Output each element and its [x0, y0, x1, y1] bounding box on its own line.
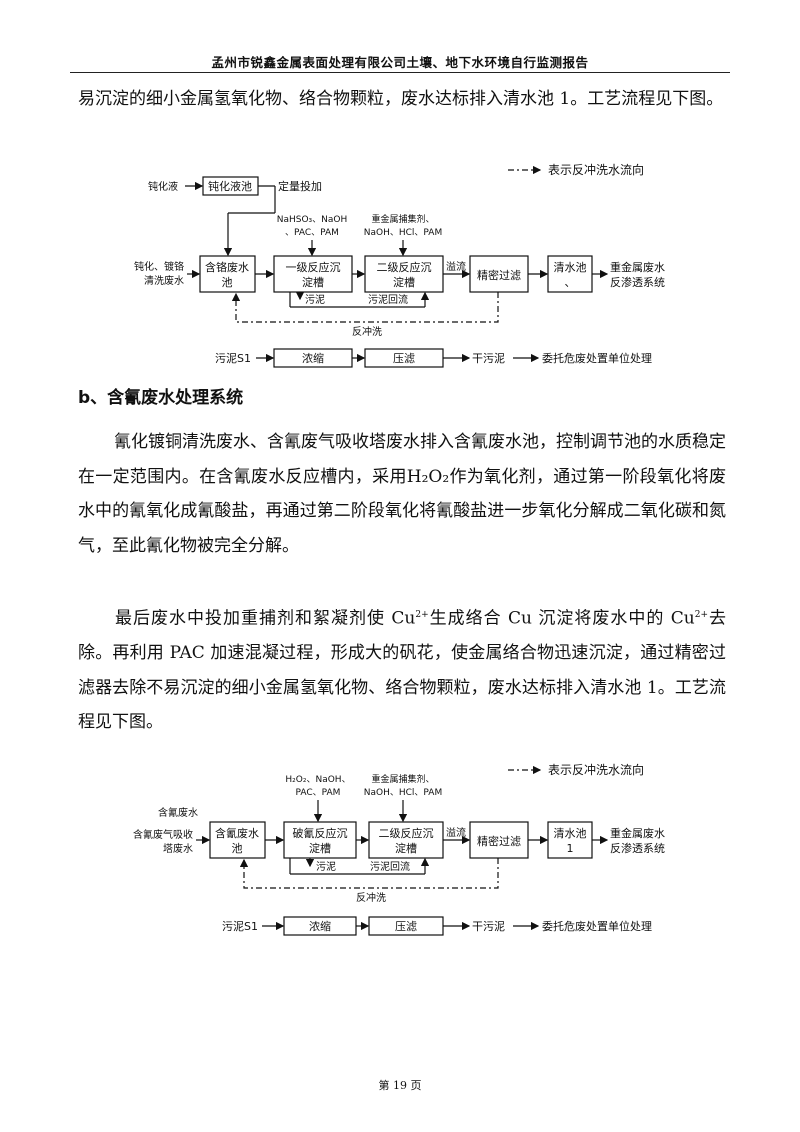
label-disposal: 委托危废处置单位处理	[542, 351, 652, 365]
label-sludge-return-2: 污泥回流	[370, 860, 410, 873]
box-thicken-2: 浓缩	[309, 920, 331, 933]
input-passivation-liquid: 钝化液	[148, 180, 178, 193]
process-flow-diagram-1: 表示反冲洗水流向 钝化液 钝化液池 定量投加 NaHSO₃、NaOH 、PAC、…	[134, 162, 665, 368]
chem1-line1-2: H₂O₂、NaOH、	[285, 775, 350, 785]
paragraph-3-part3: 去除。再利用 PAC 加速混凝过程，形成大的矾花，使金属络合物迅速沉淀，通过精密…	[78, 608, 727, 733]
box4-label-2: 精密过滤	[477, 834, 521, 848]
section-b-title: b、含氰废水处理系统	[78, 388, 244, 408]
box2-line2-2: 淀槽	[309, 841, 331, 855]
paragraph-1: 易沉淀的细小金属氢氧化物、络合物颗粒，废水达标排入清水池 1。工艺流程见下图。	[78, 89, 724, 109]
box3-line2-2: 淀槽	[395, 841, 417, 855]
label-sludge-2: 污泥	[316, 860, 336, 873]
paragraph-2-text: 氰化镀铜清洗废水、含氰废气吸收塔废水排入含氰废水池，控制调节池的水质稳定在一定范…	[78, 432, 726, 556]
legend-label-2: 表示反冲洗水流向	[548, 762, 644, 777]
chem2-line2-2: NaOH、HCl、PAM	[364, 788, 442, 798]
paragraph-3-part1: 最后废水中投加重捕剂和絮凝剂使 Cu	[114, 608, 416, 629]
label-backwash-2: 反冲洗	[356, 891, 386, 904]
label-dry-sludge: 干污泥	[472, 352, 505, 365]
box2-line1-2: 破氰反应沉	[293, 826, 348, 840]
box5-line1-2: 清水池	[554, 827, 587, 840]
page-number: 第 19 页	[378, 1079, 422, 1092]
output-line1-2: 重金属废水	[610, 826, 665, 840]
report-header: 孟州市锐鑫金属表面处理有限公司土壤、地下水环境自行监测报告	[211, 55, 589, 70]
chem1-line1: NaHSO₃、NaOH	[277, 215, 348, 225]
chem2-line1-2: 重金属捕集剂、	[371, 773, 434, 785]
output-line1: 重金属废水	[610, 260, 665, 274]
output-line2: 反渗透系统	[610, 275, 665, 289]
process-flow-diagram-2: 表示反冲洗水流向 H₂O₂、NaOH、 PAC、PAM 重金属捕集剂、 NaOH…	[133, 762, 665, 936]
label-dosing: 定量投加	[278, 179, 322, 193]
label-disposal-2: 委托危废处置单位处理	[542, 919, 652, 933]
box1-line2: 池	[222, 276, 233, 289]
box-thicken: 浓缩	[302, 352, 324, 365]
label-overflow-2: 溢流	[446, 826, 466, 839]
input-tower-line2: 塔废水	[163, 842, 193, 855]
cu-superscript-2: 2+	[694, 610, 709, 620]
box1-line1-2: 含氰废水	[215, 826, 259, 840]
legend-label: 表示反冲洗水流向	[548, 162, 644, 177]
chem1-line2: 、PAC、PAM	[285, 228, 339, 238]
input-tower-line1: 含氰废气吸收	[133, 828, 193, 841]
label-sludge-s1-2: 污泥S1	[222, 920, 258, 933]
box1-line2-2: 池	[232, 842, 243, 855]
label-backwash: 反冲洗	[352, 325, 382, 338]
box-passivation-tank: 钝化液池	[208, 179, 252, 193]
paragraph-2: 氰化镀铜清洗废水、含氰废气吸收塔废水排入含氰废水池，控制调节池的水质稳定在一定范…	[78, 425, 726, 563]
box3-line1-2: 二级反应沉	[379, 826, 434, 840]
chem2-line2: NaOH、HCl、PAM	[364, 228, 442, 238]
box5-line2: 、	[565, 276, 576, 289]
chem1-line2-2: PAC、PAM	[296, 788, 341, 798]
input-left-line1: 钝化、镀铬	[134, 260, 184, 273]
label-sludge: 污泥	[305, 293, 325, 306]
box1-line1: 含铬废水	[205, 260, 249, 274]
box2-line2: 淀槽	[302, 275, 324, 289]
box-press: 压滤	[393, 352, 415, 365]
box3-line1: 二级反应沉	[377, 260, 432, 274]
box3-line2: 淀槽	[393, 275, 415, 289]
input-left-line2: 清洗废水	[144, 274, 184, 287]
box2-line1: 一级反应沉	[286, 260, 341, 274]
box-press-2: 压滤	[395, 920, 417, 933]
label-dry-sludge-2: 干污泥	[472, 920, 505, 933]
label-overflow: 溢流	[446, 260, 466, 273]
chem2-line1: 重金属捕集剂、	[371, 213, 434, 225]
box4-label: 精密过滤	[477, 268, 521, 282]
output-line2-2: 反渗透系统	[610, 841, 665, 855]
paragraph-3-part2: 生成络合 Cu 沉淀将废水中的 Cu	[428, 608, 695, 629]
header-divider	[70, 72, 730, 73]
box5-line2-2: 1	[567, 842, 574, 855]
paragraph-3: 最后废水中投加重捕剂和絮凝剂使 Cu2+生成络合 Cu 沉淀将废水中的 Cu2+…	[78, 598, 726, 740]
label-sludge-return: 污泥回流	[368, 293, 408, 306]
label-sludge-s1: 污泥S1	[215, 352, 251, 365]
box5-line1: 清水池	[554, 261, 587, 274]
input-cyanide-wastewater: 含氰废水	[158, 806, 198, 819]
cu-superscript-1: 2+	[415, 610, 429, 620]
